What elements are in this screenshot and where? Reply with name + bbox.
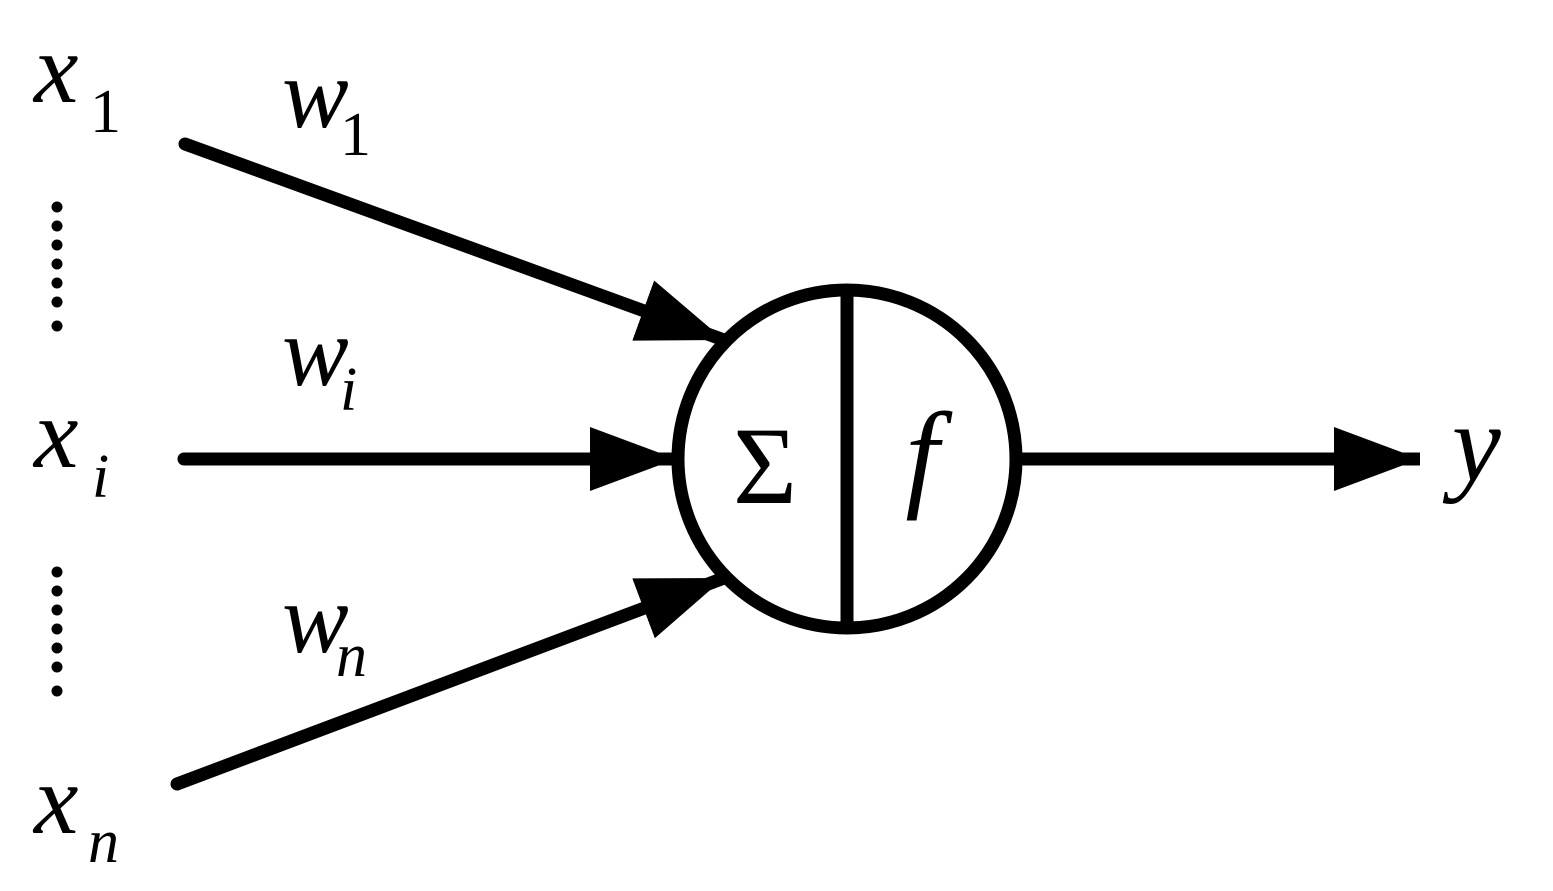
weight-var: w [282,296,349,407]
weight-subscript: i [340,356,357,424]
weight-label-w1: w 1 [282,38,371,169]
input-label-xn: x n [32,744,119,876]
weight-var: w [282,38,349,149]
input-subscript: i [92,443,109,511]
input-subscript: 1 [90,78,121,146]
connection-arrow-xn [170,571,731,791]
summation-symbol: Σ [733,405,797,527]
weight-subscript: 1 [340,101,371,169]
weight-label-wn: w n [282,563,367,690]
connection-arrow-x1 [178,137,731,347]
weight-subscript: n [336,622,367,690]
ellipsis-dots-lower [51,566,63,697]
activation-function-label: f [905,388,953,521]
output-label: y [1442,382,1501,504]
input-var: x [32,13,78,124]
input-label-xi: x i [32,378,109,511]
ellipsis-dots-upper [51,201,63,332]
input-label-x1: x 1 [32,13,121,146]
input-subscript: n [88,808,119,876]
input-var: x [32,378,78,489]
input-var: x [32,744,78,855]
weight-label-wi: w i [282,296,357,424]
weight-var: w [282,563,349,674]
